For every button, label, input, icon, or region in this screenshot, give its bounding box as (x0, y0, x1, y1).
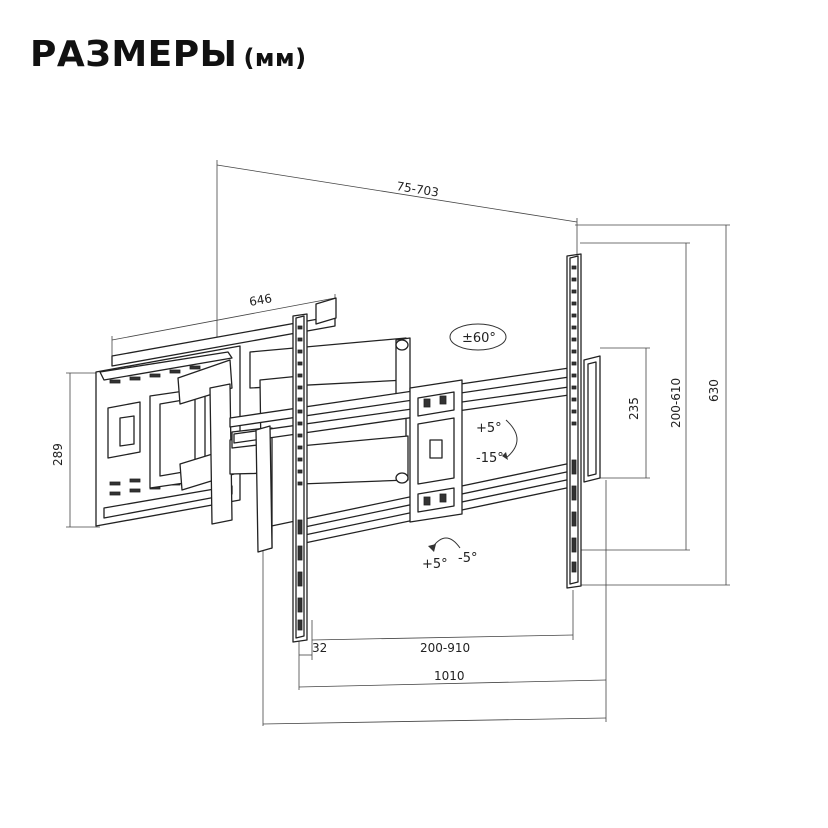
arm-frame-top (111, 297, 337, 367)
angle-labels: ±60° +5° -15° +5° -5° (422, 331, 504, 572)
tilt-arc-icon (431, 537, 461, 549)
title-main: РАЗМЕРЫ (30, 34, 238, 75)
label-swivel: ±60° (462, 331, 496, 346)
rotation-arrows (428, 323, 518, 552)
dimension-lines (66, 160, 730, 726)
upper-pivot-icon (395, 339, 409, 351)
label-tilt-plus: +5° (422, 557, 448, 572)
rotation-arrowhead-icon (502, 452, 508, 460)
center-plate (409, 379, 463, 523)
front-bracket (255, 425, 273, 553)
label-vesa-horizontal: 200-910 (420, 641, 470, 655)
title-unit: (мм) (243, 44, 307, 72)
dimension-labels: 75-703 646 289 235 200-610 630 32 200-91… (51, 179, 721, 683)
label-tilt-minus: -5° (458, 551, 477, 566)
label-extension: 75-703 (396, 179, 440, 199)
label-vesa-vertical: 200-610 (669, 378, 683, 428)
label-total-height: 630 (707, 379, 721, 402)
page-title: РАЗМЕРЫ(мм) (30, 34, 307, 75)
label-rotation-plus: +5° (476, 421, 502, 436)
label-wall-plate-height: 289 (51, 443, 65, 466)
label-total-width: 1010 (434, 669, 465, 683)
rotation-arc-icon (505, 419, 518, 459)
label-offset: 32 (312, 641, 327, 655)
lower-pivot-icon (395, 472, 409, 484)
left-vertical-bracket (292, 313, 308, 643)
swivel-arc-icon (449, 323, 507, 351)
right-vertical-bracket (566, 253, 601, 589)
label-inner-height: 235 (627, 397, 641, 420)
label-rotation-minus: -15° (476, 451, 504, 466)
label-arm-depth: 646 (248, 291, 273, 309)
tilt-arrowhead-icon (428, 544, 436, 552)
